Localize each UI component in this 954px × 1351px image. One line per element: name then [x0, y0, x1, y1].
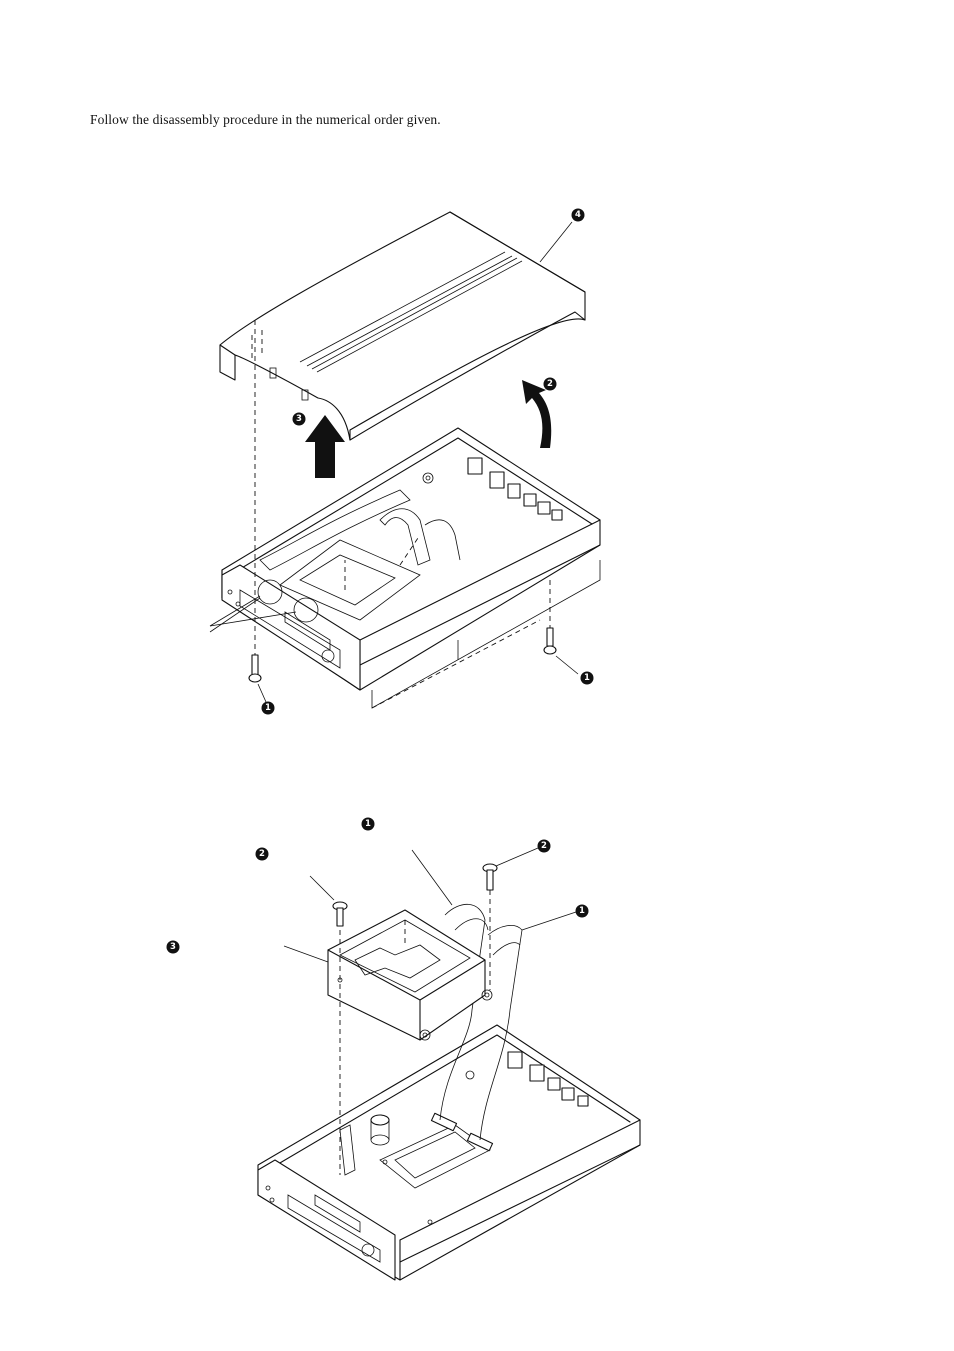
figure-1-cover-removal — [209, 211, 601, 709]
svg-text:1: 1 — [265, 703, 271, 713]
svg-text:4: 4 — [575, 210, 581, 220]
callout-fig1-2: 2 — [543, 377, 557, 391]
callout-fig1-1-left: 1 — [261, 701, 275, 715]
callout-fig2-1-top: 1 — [361, 817, 375, 831]
figure-2-mechanism-removal — [257, 847, 641, 1281]
screw-mech-left — [332, 901, 348, 927]
callout-fig2-3: 3 — [166, 940, 180, 954]
screw-right — [543, 580, 579, 675]
svg-text:2: 2 — [259, 849, 265, 859]
svg-text:3: 3 — [296, 414, 302, 424]
chassis-body — [209, 427, 601, 709]
flat-cables — [439, 903, 523, 1141]
callout-fig1-1-right: 1 — [580, 671, 594, 685]
screw-mech-right — [482, 863, 498, 990]
svg-text:3: 3 — [170, 942, 176, 952]
svg-text:1: 1 — [584, 673, 590, 683]
svg-text:1: 1 — [579, 906, 585, 916]
callout-fig1-4: 4 — [571, 208, 585, 222]
screw-left — [248, 320, 262, 683]
mechanism-block — [327, 909, 493, 1175]
top-cover — [219, 211, 586, 441]
curved-arrow-icon — [522, 380, 552, 448]
chassis-base — [257, 1024, 641, 1281]
callout-fig1-3: 3 — [292, 412, 306, 426]
svg-text:2: 2 — [547, 379, 553, 389]
svg-text:1: 1 — [365, 819, 371, 829]
svg-text:2: 2 — [541, 841, 547, 851]
callout-fig2-2-left: 2 — [255, 847, 269, 861]
lift-arrow-icon — [305, 415, 345, 478]
callout-fig2-1-right: 1 — [575, 904, 589, 918]
callout-fig2-2-right: 2 — [537, 839, 551, 853]
instruction-text: Follow the disassembly procedure in the … — [90, 112, 441, 127]
